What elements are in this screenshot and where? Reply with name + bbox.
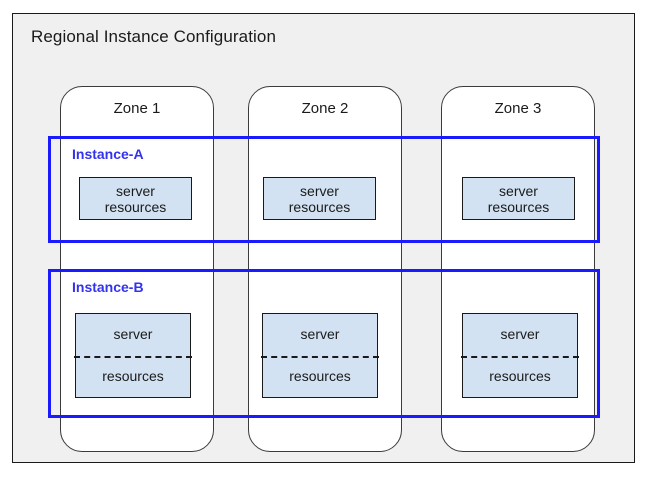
server-resources-line-2: resources (288, 198, 351, 215)
zone-label: Zone 1 (113, 100, 161, 117)
server-resources-box[interactable]: server resources (461, 313, 579, 398)
zone-label: Zone 3 (494, 100, 542, 117)
server-resources-line-1: server (300, 182, 339, 199)
dashed-divider (261, 356, 379, 358)
server-resources-line-1: server (300, 326, 340, 342)
server-resources-line-1: server (500, 326, 540, 342)
server-resources-box[interactable]: server resources (263, 177, 376, 220)
server-resources-line-1: server (113, 326, 153, 342)
server-resources-box[interactable]: server resources (79, 177, 192, 220)
server-resources-line-2: resources (102, 368, 164, 384)
server-resources-line-2: resources (487, 198, 550, 215)
region-panel: Regional Instance Configuration Zone 1 Z… (12, 13, 635, 463)
dashed-divider (74, 356, 192, 358)
instance-label-b: Instance-B (72, 279, 144, 295)
server-resources-box[interactable]: server resources (261, 313, 379, 398)
instance-band-a[interactable]: Instance-A (48, 136, 600, 243)
zone-label: Zone 2 (301, 100, 349, 117)
instance-band-b[interactable]: Instance-B (48, 269, 600, 418)
server-resources-line-2: resources (489, 368, 551, 384)
server-resources-box[interactable]: server resources (462, 177, 575, 220)
page-title: Regional Instance Configuration (31, 27, 277, 46)
server-resources-box[interactable]: server resources (74, 313, 192, 398)
server-resources-line-1: server (116, 182, 155, 199)
server-resources-line-1: server (499, 182, 538, 199)
instance-label-a: Instance-A (72, 146, 144, 162)
dashed-divider (461, 356, 579, 358)
server-resources-line-2: resources (104, 198, 167, 215)
server-resources-line-2: resources (289, 368, 351, 384)
